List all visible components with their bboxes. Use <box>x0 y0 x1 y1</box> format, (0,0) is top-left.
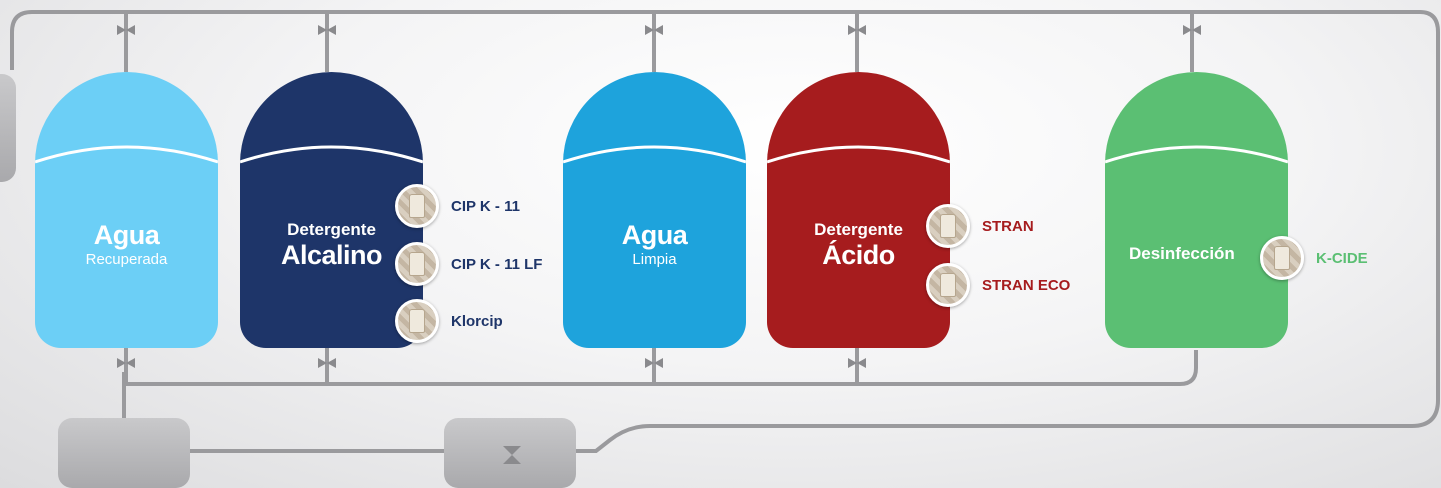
tank-lid-line <box>767 145 950 164</box>
tank-detergente-alcalino: Detergente Alcalino <box>240 72 423 348</box>
tank-label: Agua Limpia <box>563 220 746 268</box>
tank-lid-line <box>563 145 746 164</box>
product-label: CIP K - 11 <box>451 197 520 215</box>
product-bottle-icon <box>926 204 970 248</box>
tank-desinfeccion: Desinfección <box>1105 72 1288 348</box>
product-label: CIP K - 11 LF <box>451 255 543 273</box>
product-cip-k11[interactable]: CIP K - 11 <box>395 184 520 228</box>
product-stran-eco[interactable]: STRAN ECO <box>926 263 1070 307</box>
product-label: STRAN ECO <box>982 276 1071 294</box>
tank-title: Agua <box>621 220 688 250</box>
product-cip-k11-lf[interactable]: CIP K - 11 LF <box>395 242 542 286</box>
product-stran[interactable]: STRAN <box>926 204 1034 248</box>
left-side-box <box>0 74 16 182</box>
tank-title: Detergente <box>814 220 903 239</box>
product-bottle-icon <box>1260 236 1304 280</box>
product-k-cide[interactable]: K-CIDE <box>1260 236 1368 280</box>
tank-title: Desinfección <box>1129 244 1235 263</box>
top-header-pipe <box>10 10 1440 453</box>
product-label: K-CIDE <box>1316 249 1368 267</box>
product-label: Klorcip <box>451 312 503 330</box>
product-bottle-icon <box>395 299 439 343</box>
tank-agua-limpia: Agua Limpia <box>563 72 746 348</box>
tank-label: Detergente Ácido <box>767 220 950 271</box>
tank-subtitle: Recuperada <box>85 251 168 269</box>
tank-subtitle: Alcalino <box>280 239 383 270</box>
tank-subtitle: Limpia <box>632 251 677 269</box>
tank-label: Detergente Alcalino <box>240 220 423 271</box>
tank-agua-recuperada: Agua Recuperada <box>35 72 218 348</box>
tank-title: Agua <box>93 220 160 250</box>
product-label: STRAN <box>982 217 1034 235</box>
return-pipe <box>124 350 1198 386</box>
tank-label: Desinfección <box>1105 244 1288 264</box>
product-bottle-icon <box>395 184 439 228</box>
tank-subtitle: Ácido <box>822 239 895 270</box>
tank-lid-line <box>240 145 423 164</box>
bottom-box-left <box>58 418 190 488</box>
product-bottle-icon <box>926 263 970 307</box>
tank-lid-line <box>1105 145 1288 164</box>
bottom-box-center <box>444 418 576 488</box>
tank-lid-line <box>35 145 218 164</box>
product-bottle-icon <box>395 242 439 286</box>
tank-detergente-acido: Detergente Ácido <box>767 72 950 348</box>
product-klorcip[interactable]: Klorcip <box>395 299 503 343</box>
tank-label: Agua Recuperada <box>35 220 218 268</box>
tank-title: Detergente <box>287 220 376 239</box>
